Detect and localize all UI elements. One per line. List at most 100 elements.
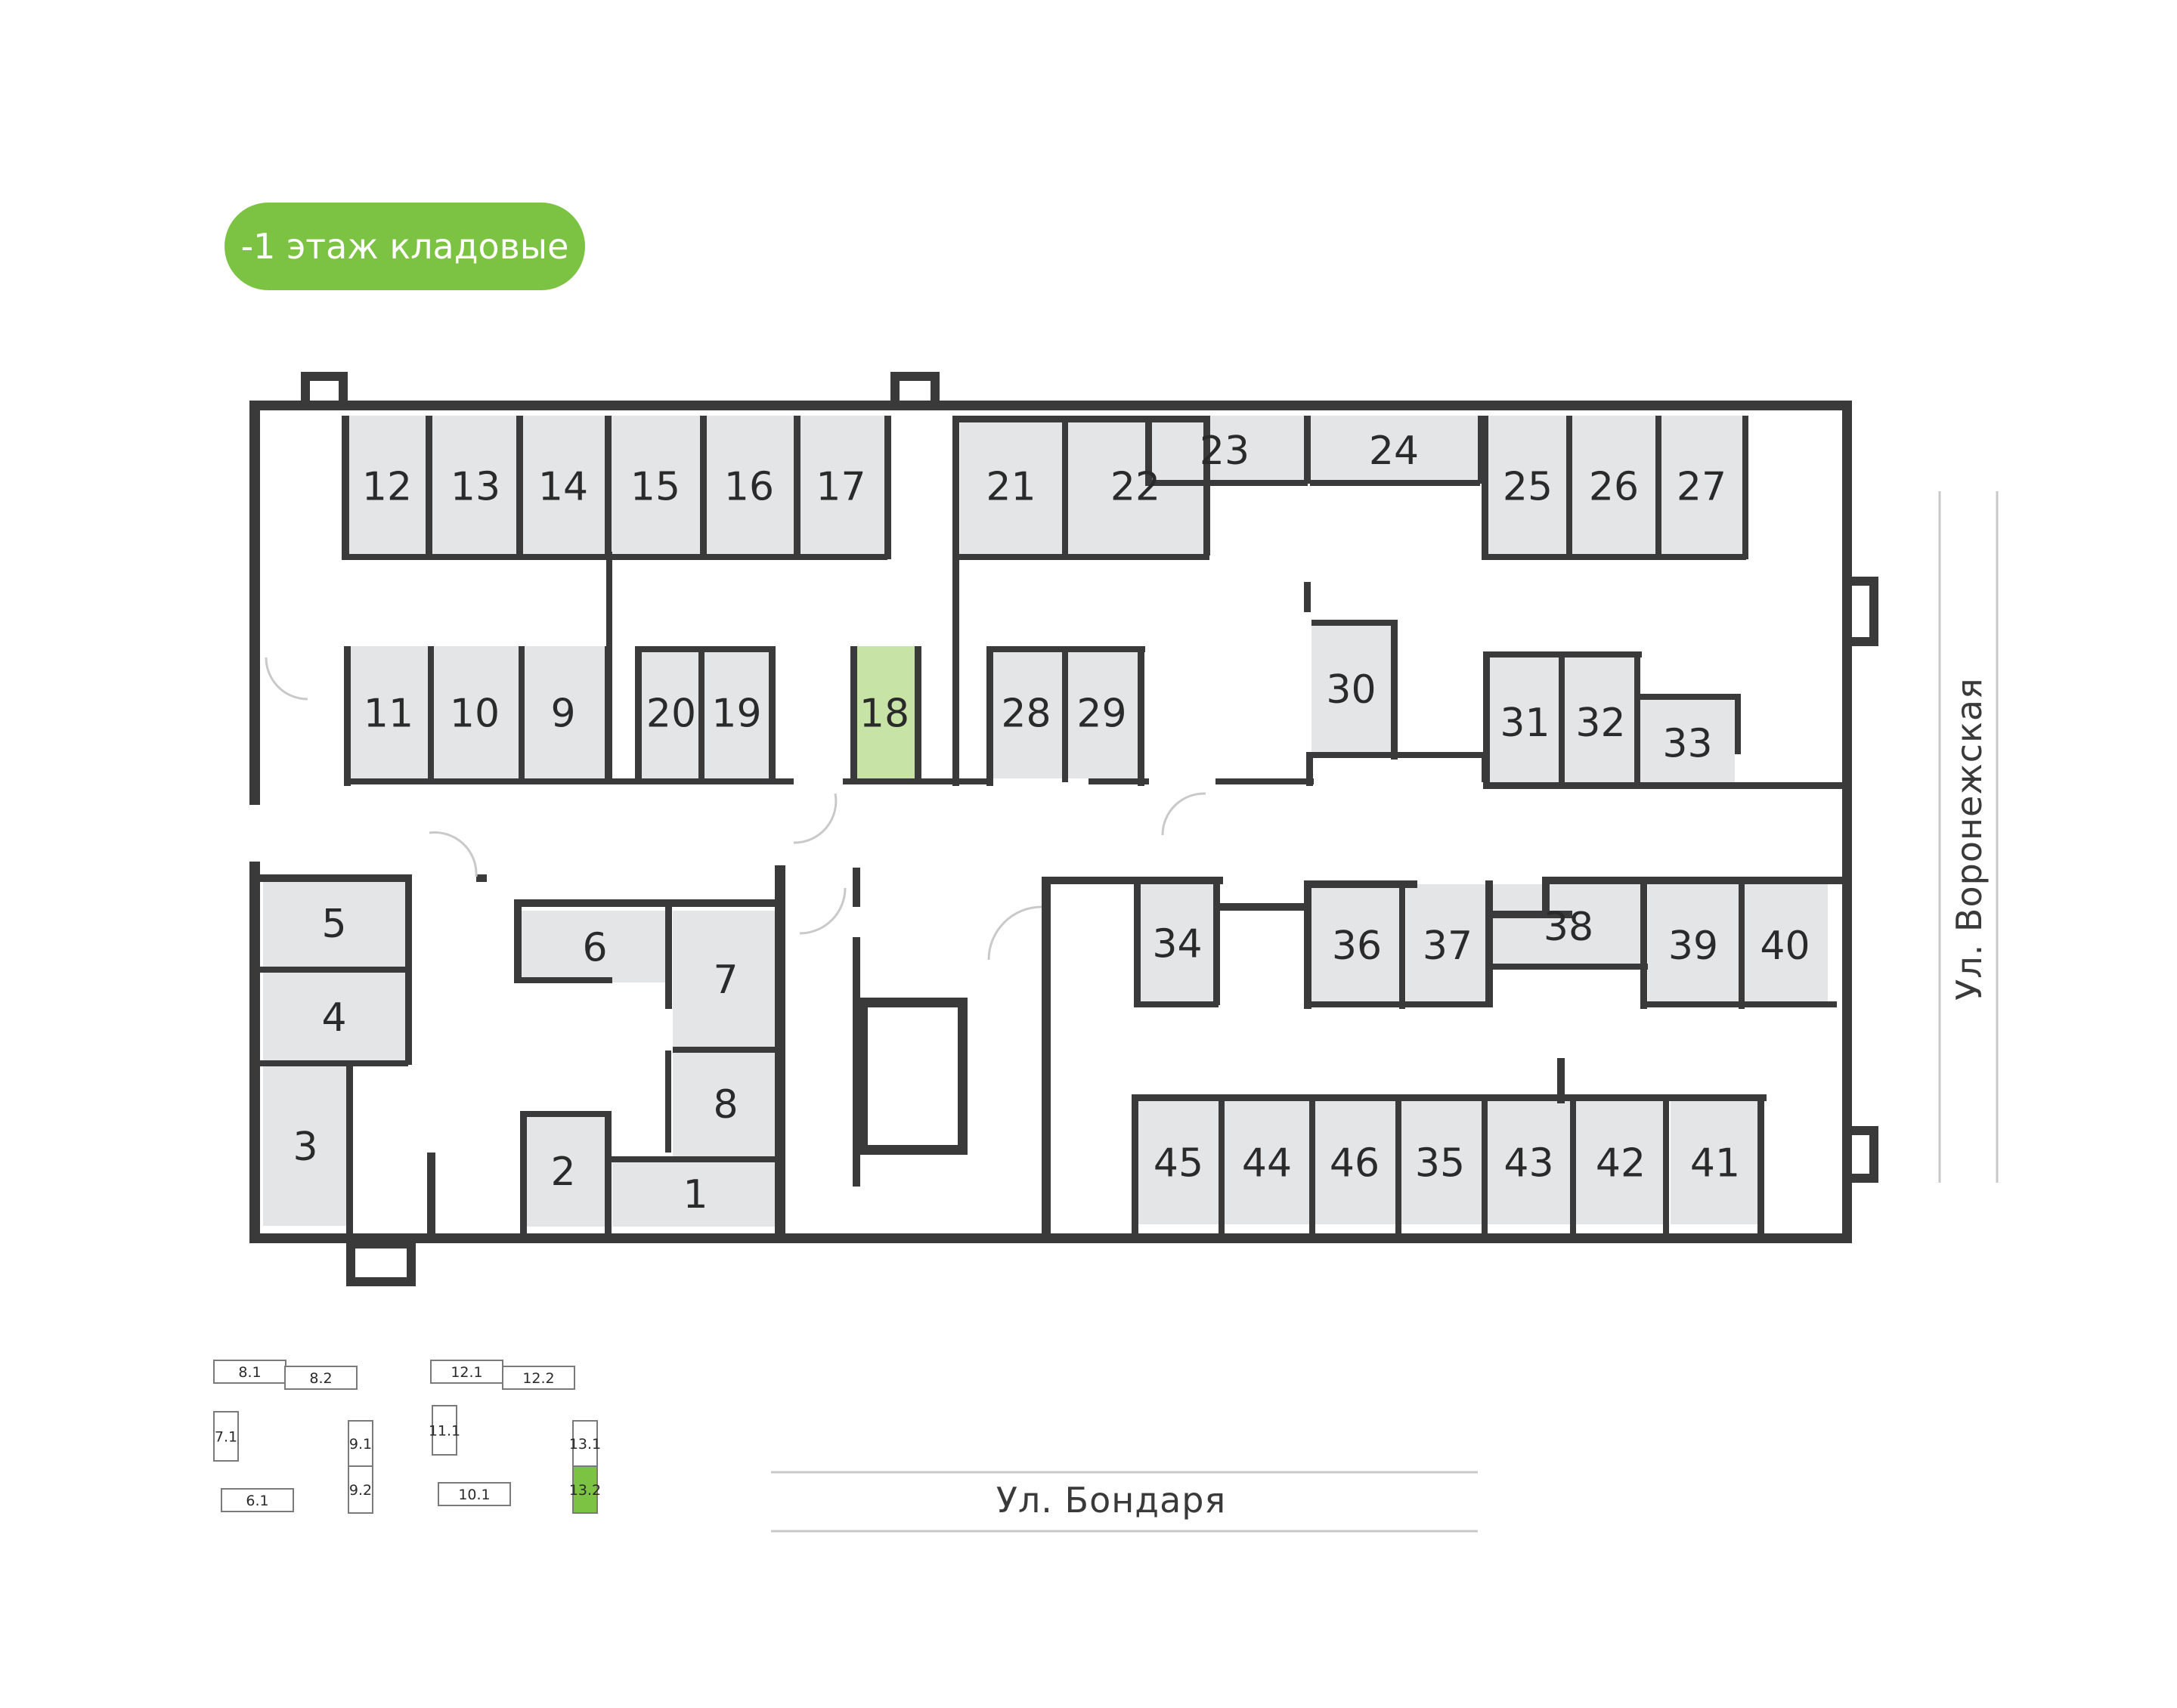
section-13.1[interactable] bbox=[572, 1420, 598, 1467]
storage-room-2[interactable] bbox=[522, 1115, 605, 1227]
section-6.1[interactable] bbox=[221, 1488, 294, 1512]
storage-room-29[interactable] bbox=[1066, 646, 1138, 778]
storage-room-10[interactable] bbox=[431, 646, 519, 778]
storage-room-15[interactable] bbox=[611, 416, 700, 555]
section-label-13.1: 13.1 bbox=[569, 1436, 601, 1453]
wall bbox=[346, 1239, 416, 1249]
storage-room-23[interactable] bbox=[1145, 416, 1304, 484]
storage-rooms bbox=[263, 416, 1828, 1227]
room-number-3: 3 bbox=[293, 1125, 317, 1170]
storage-room-32[interactable] bbox=[1565, 658, 1637, 786]
storage-room-3[interactable] bbox=[263, 1066, 348, 1226]
street-bondarya: Ул. Бондаря bbox=[996, 1480, 1226, 1521]
section-9.2[interactable] bbox=[348, 1465, 373, 1514]
wall bbox=[1478, 416, 1485, 484]
room-number-26: 26 bbox=[1589, 465, 1639, 510]
storage-room-27[interactable] bbox=[1660, 416, 1743, 555]
storage-room-11[interactable] bbox=[349, 646, 428, 778]
storage-room-25[interactable] bbox=[1487, 416, 1568, 555]
room-number-39: 39 bbox=[1668, 924, 1718, 969]
storage-room-9[interactable] bbox=[522, 646, 605, 778]
storage-room-14[interactable] bbox=[522, 416, 605, 555]
wall bbox=[890, 372, 900, 404]
storage-room-16[interactable] bbox=[705, 416, 794, 555]
wall bbox=[700, 416, 707, 559]
room-number-35: 35 bbox=[1415, 1141, 1465, 1187]
storage-room-26[interactable] bbox=[1572, 416, 1655, 555]
storage-room-44[interactable] bbox=[1225, 1100, 1309, 1224]
wall bbox=[1042, 956, 1051, 1243]
section-8.2[interactable] bbox=[284, 1366, 358, 1390]
wall bbox=[301, 372, 310, 404]
storage-room-19[interactable] bbox=[705, 646, 769, 778]
storage-room-12[interactable] bbox=[346, 416, 428, 555]
wall bbox=[605, 416, 612, 559]
wall bbox=[858, 998, 868, 1155]
wall bbox=[428, 646, 434, 782]
wall bbox=[858, 1145, 968, 1155]
storage-room-34[interactable] bbox=[1138, 884, 1217, 1001]
storage-room-37[interactable] bbox=[1406, 884, 1489, 1005]
storage-room-45[interactable] bbox=[1136, 1100, 1221, 1224]
room-number-32: 32 bbox=[1575, 701, 1625, 746]
storage-room-6[interactable] bbox=[519, 911, 670, 982]
wall bbox=[249, 862, 260, 1243]
wall bbox=[1304, 416, 1311, 484]
storage-room-36[interactable] bbox=[1311, 884, 1402, 1005]
wall bbox=[1306, 752, 1313, 786]
storage-room-42[interactable] bbox=[1576, 1100, 1665, 1224]
storage-room-21[interactable] bbox=[960, 416, 1062, 555]
section-label-12.2: 12.2 bbox=[522, 1370, 554, 1387]
storage-room-17[interactable] bbox=[797, 416, 884, 555]
wall bbox=[1304, 880, 1311, 1009]
storage-room-20[interactable] bbox=[641, 646, 701, 778]
section-label-13.2: 13.2 bbox=[569, 1482, 601, 1499]
storage-room-18[interactable] bbox=[854, 646, 915, 778]
storage-room-30[interactable] bbox=[1311, 623, 1391, 753]
door-swing bbox=[265, 657, 308, 701]
storage-room-24[interactable] bbox=[1310, 416, 1478, 484]
wall bbox=[931, 372, 940, 404]
storage-room-1[interactable] bbox=[612, 1160, 779, 1227]
storage-room-38[interactable] bbox=[1493, 884, 1644, 967]
storage-room-31[interactable] bbox=[1489, 658, 1561, 786]
storage-room-35[interactable] bbox=[1398, 1100, 1482, 1224]
storage-room-7[interactable] bbox=[673, 911, 779, 1047]
wall bbox=[1399, 880, 1405, 1009]
storage-room-33[interactable] bbox=[1640, 699, 1735, 786]
section-10.1[interactable] bbox=[438, 1482, 511, 1506]
wall bbox=[794, 416, 801, 559]
storage-room-43[interactable] bbox=[1485, 1100, 1572, 1224]
storage-room-8[interactable] bbox=[673, 1050, 779, 1156]
wall bbox=[665, 1050, 671, 1153]
wall bbox=[346, 1239, 355, 1286]
section-7.1[interactable] bbox=[213, 1411, 239, 1462]
wall bbox=[1739, 880, 1745, 1009]
storage-room-39[interactable] bbox=[1648, 884, 1739, 1005]
storage-room-13[interactable] bbox=[432, 416, 519, 555]
section-11.1[interactable] bbox=[432, 1405, 457, 1456]
wall bbox=[426, 416, 432, 559]
room-number-14: 14 bbox=[538, 465, 588, 510]
storage-room-46[interactable] bbox=[1314, 1100, 1395, 1224]
wall bbox=[1213, 884, 1220, 1005]
room-number-2: 2 bbox=[550, 1149, 575, 1195]
room-number-40: 40 bbox=[1760, 924, 1810, 969]
wall bbox=[769, 646, 776, 782]
section-12.2[interactable] bbox=[502, 1366, 575, 1390]
wall bbox=[1132, 1094, 1767, 1101]
storage-room-41[interactable] bbox=[1671, 1100, 1760, 1224]
room-number-22: 22 bbox=[1110, 465, 1160, 510]
storage-room-28[interactable] bbox=[990, 646, 1062, 778]
storage-room-40[interactable] bbox=[1742, 884, 1828, 1005]
storage-room-4[interactable] bbox=[263, 971, 405, 1062]
section-8.1[interactable] bbox=[213, 1360, 286, 1384]
section-13.2[interactable] bbox=[572, 1465, 598, 1514]
wall bbox=[853, 937, 860, 1187]
wall bbox=[1134, 884, 1141, 1005]
wall bbox=[427, 1153, 435, 1236]
wall bbox=[775, 865, 785, 1243]
door-swing bbox=[799, 887, 847, 935]
storage-room-5[interactable] bbox=[263, 879, 405, 967]
wall bbox=[257, 967, 408, 973]
